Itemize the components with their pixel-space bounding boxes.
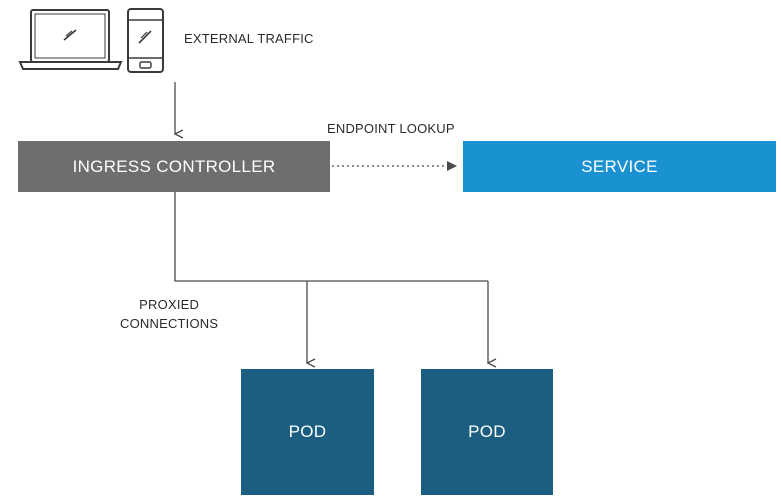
pod-node-1: POD	[241, 369, 374, 495]
ingress-controller-node: INGRESS CONTROLLER	[18, 141, 330, 192]
service-label: SERVICE	[581, 156, 658, 176]
ingress-controller-label: INGRESS CONTROLLER	[72, 156, 276, 176]
pod-1-label: POD	[288, 422, 327, 441]
proxied-connection-line	[174, 192, 488, 282]
pod-2-label: POD	[468, 422, 506, 441]
proxied-label-line-2: CONNECTIONS	[120, 316, 219, 331]
laptop-icon	[18, 9, 123, 70]
external-traffic-label: EXTERNAL TRAFFIC	[184, 31, 314, 46]
smartphone-icon	[127, 8, 164, 73]
endpoint-lookup-arrowhead	[447, 161, 457, 171]
proxied-label-line-1: PROXIED	[139, 297, 200, 312]
pod-node-2: POD	[421, 369, 553, 495]
service-node: SERVICE	[463, 141, 776, 192]
endpoint-lookup-label: ENDPOINT LOOKUP	[327, 121, 455, 136]
proxied-connections-label: PROXIED CONNECTIONS	[120, 295, 218, 333]
